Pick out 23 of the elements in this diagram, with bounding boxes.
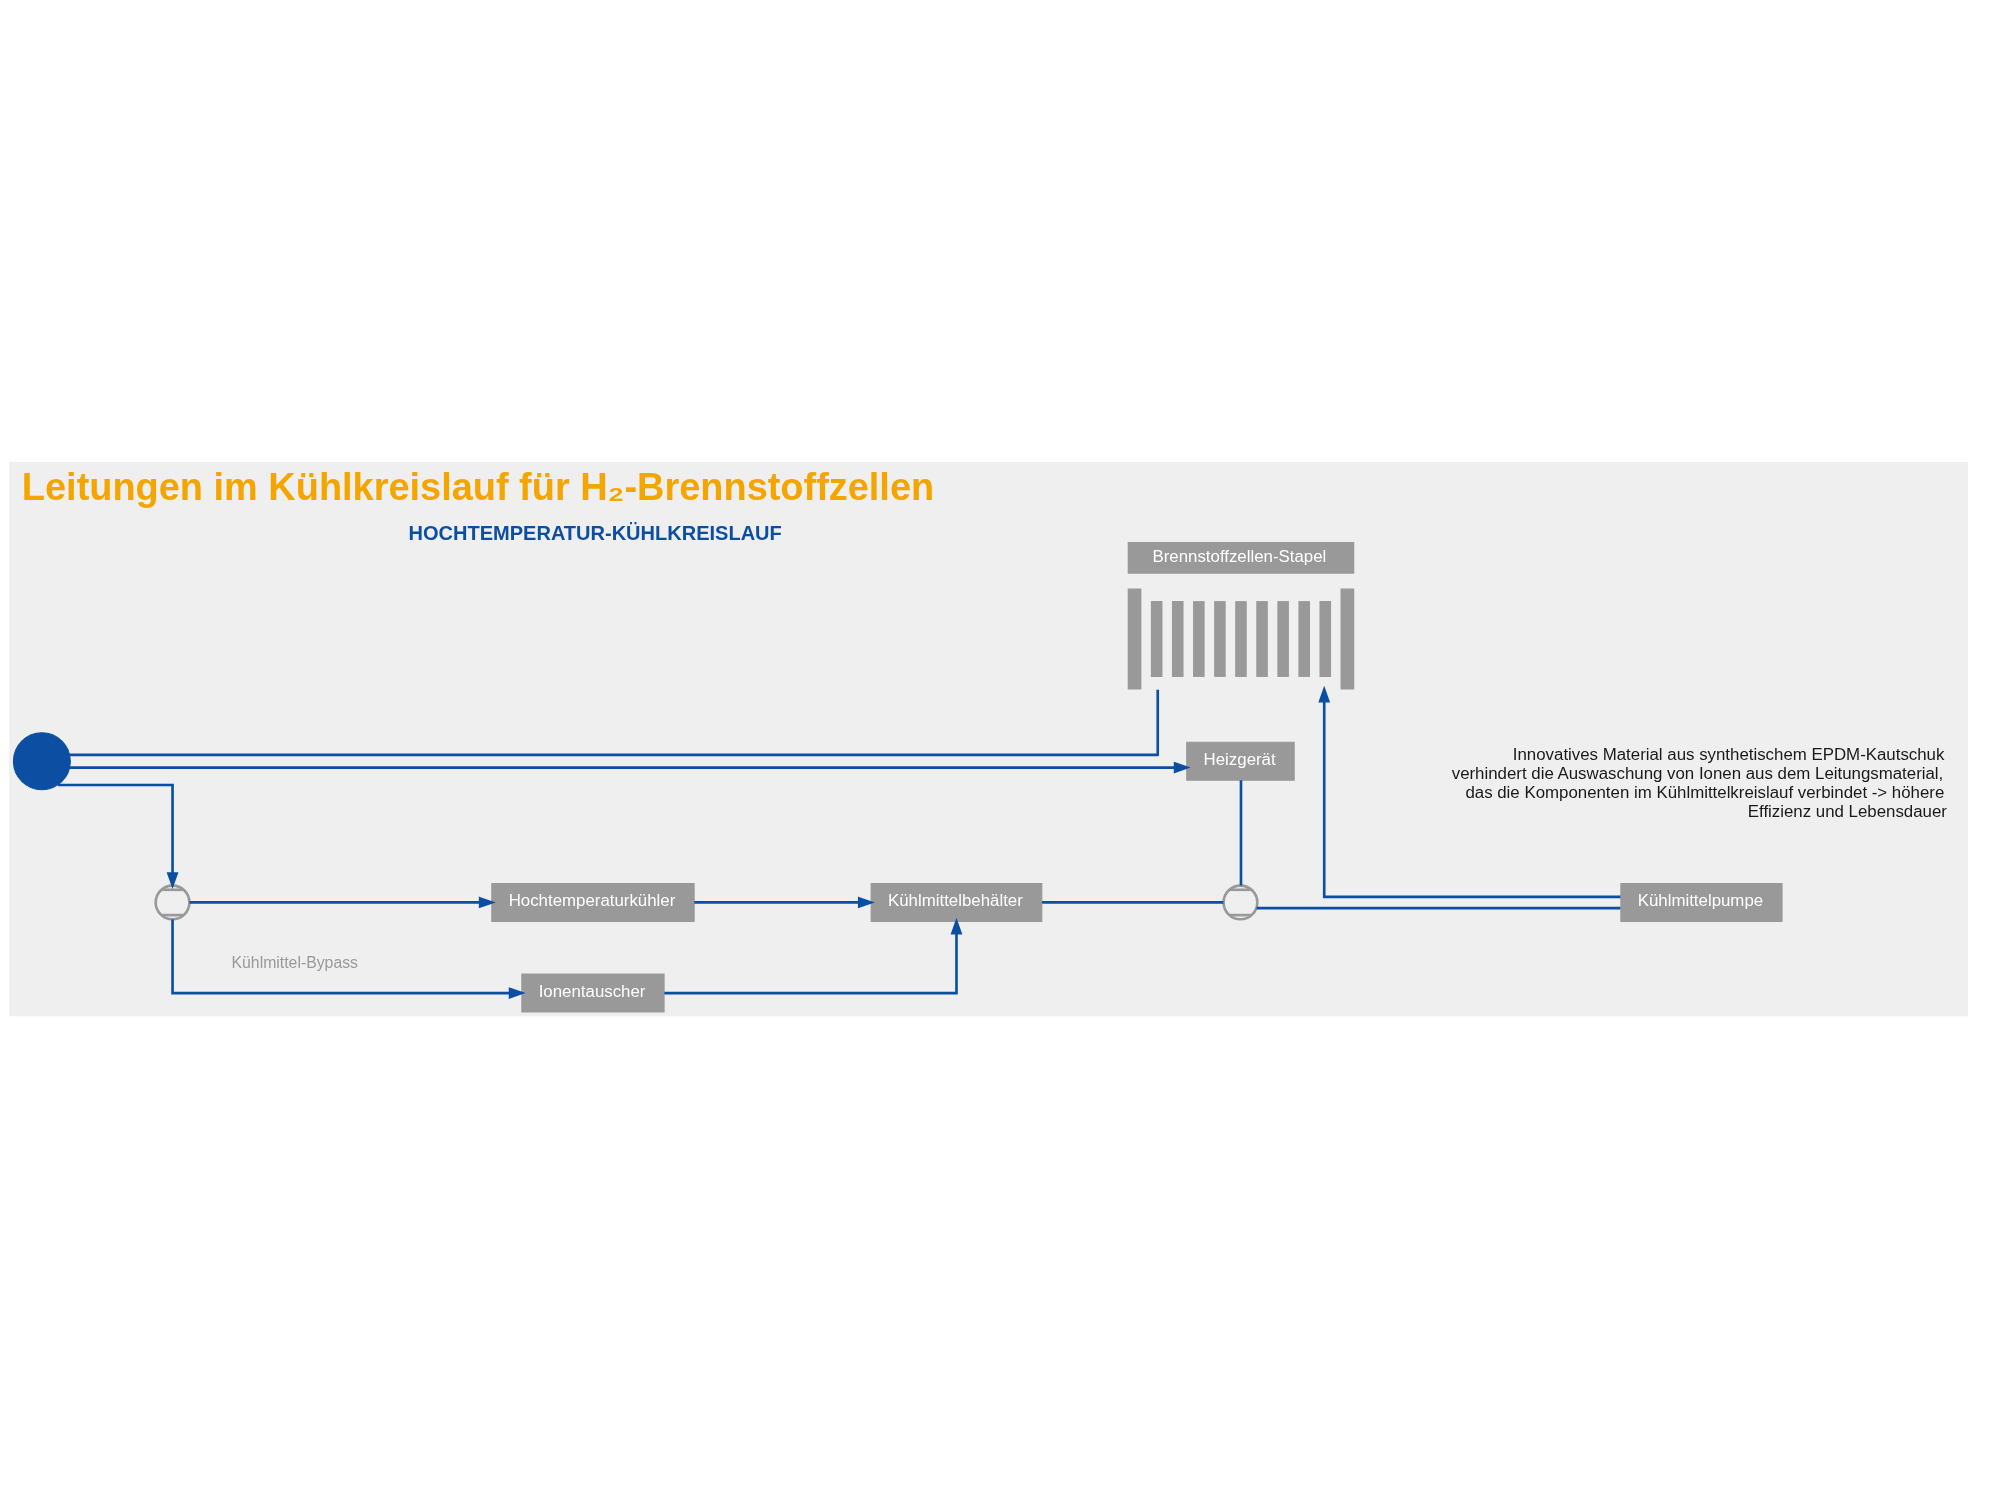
connector bbox=[1042, 900, 1224, 904]
arrow bbox=[1318, 685, 1621, 898]
diagram-title: Leitungen im Kühlkreislauf für H₂-Brennstoffzellen bbox=[21, 465, 935, 508]
node-valve bbox=[154, 883, 191, 921]
arrow bbox=[57, 783, 179, 889]
arrow bbox=[171, 919, 526, 999]
edge-label: Kühlmittel-Bypass bbox=[231, 953, 358, 971]
node-valve bbox=[1222, 883, 1259, 921]
label: Innovatives Material aus synthetischem EPDM-Kautschuk verhindert die Auswaschung von Ionen aus dem Leitungsmaterial, das die Komponenten im Kühlmittelkreislauf verbindet -> höhere Effizienz und Lebensdauer bbox=[1451, 744, 1947, 821]
arrow bbox=[69, 761, 1191, 773]
connector bbox=[69, 689, 1160, 756]
connector bbox=[1239, 779, 1243, 885]
connector bbox=[1256, 906, 1621, 909]
label: HOCHTEMPERATUR-KÜHLKREISLAUF bbox=[408, 521, 782, 544]
node-circle bbox=[12, 731, 71, 790]
arrow bbox=[664, 917, 963, 994]
arrow bbox=[189, 896, 496, 908]
node-box: Hochtemperaturkühler bbox=[491, 882, 695, 922]
node-box: Kühlmittelpumpe bbox=[1620, 882, 1783, 922]
node-box: Ionentauscher bbox=[521, 973, 665, 1013]
node-box: Heizgerät bbox=[1186, 741, 1295, 781]
node-box: Kühlmittelbehälter bbox=[870, 882, 1043, 922]
arrow bbox=[694, 896, 875, 908]
